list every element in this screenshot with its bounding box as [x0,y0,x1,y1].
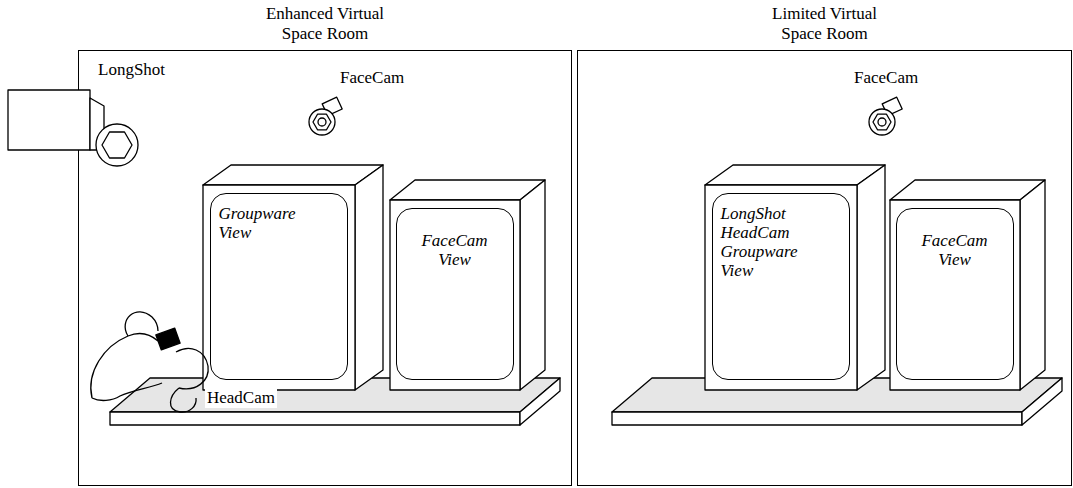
monitor-body [203,165,383,390]
camera-label: HeadCam [205,388,277,408]
camera-label: LongShot [96,60,167,80]
monitor-body [390,180,545,390]
camera-label: FaceCam [852,68,920,88]
monitor-body [705,165,885,390]
screen-label: FaceCam View [917,231,993,269]
headcam-hand [91,312,208,412]
facecam-camera [309,97,342,135]
room-panel: Enhanced Virtual Space RoomGroupware Vie… [78,50,572,486]
screen-label: LongShot HeadCam Groupware View [721,204,807,280]
monitor-screen: FaceCam View [896,208,1014,380]
room-title: Limited Virtual Space Room [760,4,890,43]
monitor-screen: Groupware View [210,193,348,380]
monitor-screen: FaceCam View [396,208,514,380]
monitor-body [890,180,1045,390]
room-panel: Limited Virtual Space RoomLongShot HeadC… [577,50,1072,486]
monitor-screen: LongShot HeadCam Groupware View [712,193,850,380]
room-title: Enhanced Virtual Space Room [260,4,390,43]
desk [110,378,560,425]
screen-label: Groupware View [219,204,305,242]
longshot-camera [8,90,138,166]
camera-label: FaceCam [338,68,406,88]
screen-label: FaceCam View [417,231,493,269]
facecam-camera [869,97,902,135]
desk [612,378,1062,425]
